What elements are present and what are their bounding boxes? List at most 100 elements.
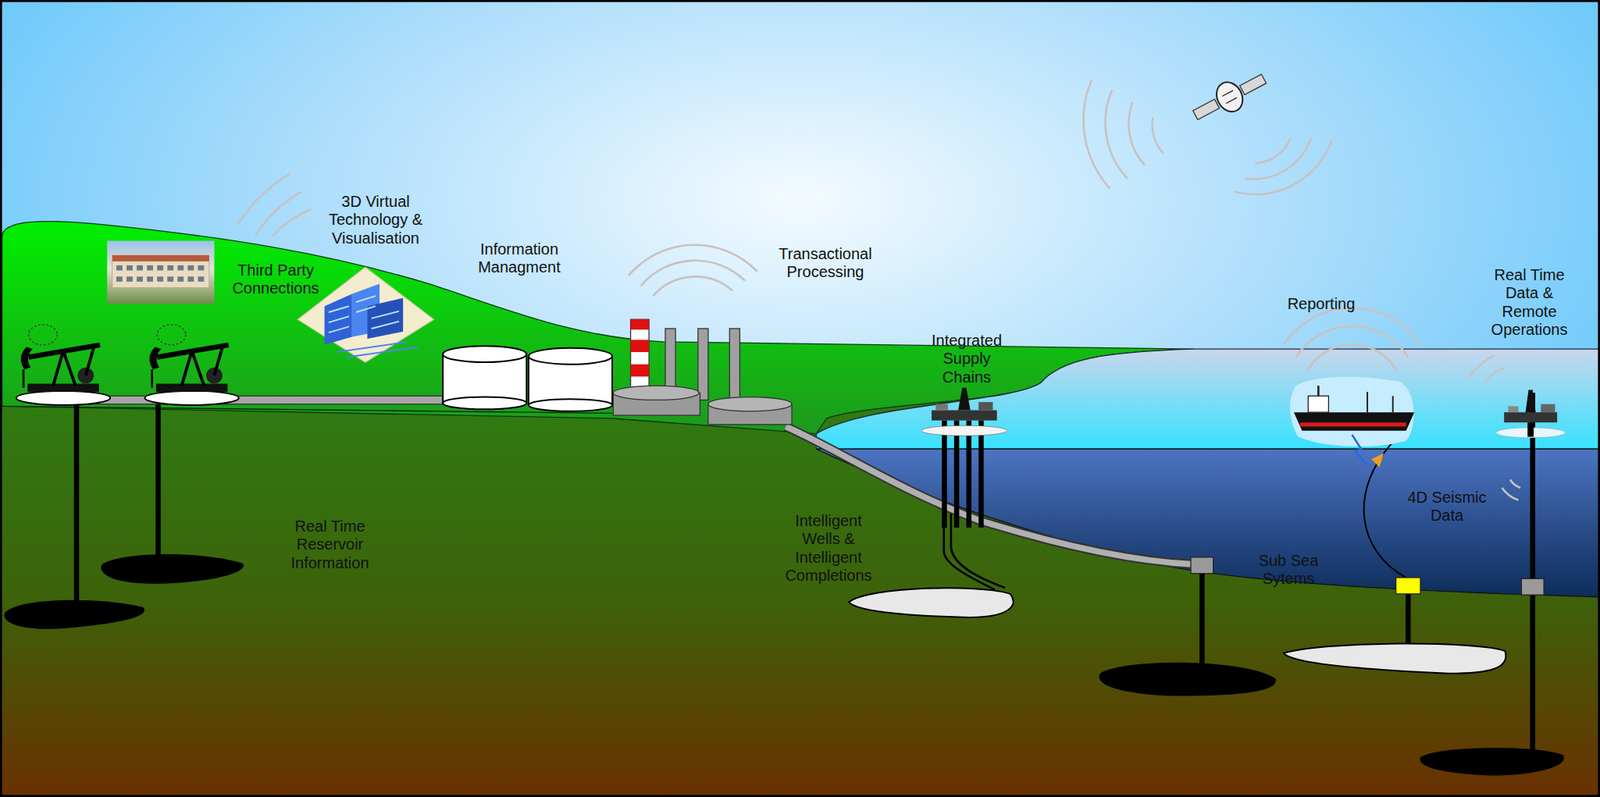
offshore-platform-part [1540,404,1555,413]
wells-part [1199,571,1205,674]
satellite-part [1240,74,1267,95]
satellite-part [1222,90,1233,97]
refinery-part [630,319,650,392]
office-photo-part-part [177,265,184,271]
signal-arcs-part [1283,307,1421,345]
office-photo-part-part [116,265,123,271]
office-photo-part-part [126,265,133,271]
signal-arcs-part [1105,89,1128,179]
office-photo-part-part [156,276,164,282]
wells-part [74,402,80,605]
office-photo-part-part [136,276,143,282]
satellite-part [1211,78,1248,117]
office-photo-part-part [156,265,164,271]
pumpjack-part [85,346,94,376]
offshore-platform-part [978,402,993,410]
signal-arcs-part [1469,355,1496,378]
pumpjack-part [21,346,33,370]
pumpjack-part [28,324,58,346]
refinery-part [630,339,650,353]
callout-label: Real Time Data & Remote Operations [1484,266,1575,340]
callout-label: Third Party Connections [224,261,327,299]
background-part [816,448,1600,598]
wells-part [1283,644,1507,674]
pumpjack-part [149,346,161,370]
tanker-ship-part [1371,452,1384,467]
office-photo-part-part [198,276,205,282]
office-photo [106,241,214,305]
city-icon-part-part [371,321,400,329]
offshore-platform-part [966,420,973,528]
city-icon-part [367,298,403,339]
office-photo-part-part [187,276,194,282]
offshore-platform-part [1525,389,1536,413]
refinery-part [708,397,792,412]
tanker-ship-part [1366,391,1369,413]
signal-arcs-part [1083,79,1111,189]
office-photo-part-part [187,265,194,271]
wells-part [848,587,1013,618]
office-photo-part-part [146,276,154,282]
offshore-platform-part [954,420,960,528]
offshore-platform-part [1527,422,1534,437]
storage-tanks-part [528,399,613,412]
signal-arcs-part [1152,117,1164,154]
office-photo-part-part [167,265,174,271]
wells-part [1099,662,1276,697]
office-photo-part-part [136,265,143,271]
offshore-platform [1496,389,1566,438]
signal-arcs-part [1254,137,1291,164]
city-icon-part-part [371,311,400,319]
refinery [612,319,792,425]
tanker-ship-part [1300,422,1407,427]
pipelines-part [1364,438,1407,578]
pumpjack-part [63,351,76,386]
wells-part [4,600,145,630]
offshore-platform-part [958,388,971,411]
signal-arcs-part [652,276,733,296]
city-icon-part-part [328,316,350,323]
callout-label: Integrated Supply Chains [923,331,1010,387]
storage-tanks-part [442,345,527,363]
pumpjack-part [156,324,186,346]
city-icon-part [336,342,419,358]
tanker-ship-part [1392,395,1394,413]
refinery-part [665,328,676,392]
callout-label: Information Managment [468,240,571,278]
pumpjack-part [145,391,239,406]
office-photo-part [112,255,210,262]
office-photo-part [116,265,204,282]
wells-part [1529,392,1536,756]
signal-arcs-part [641,260,745,286]
signal-arcs-part [1510,479,1521,488]
pipelines [60,395,1544,596]
callout-label: Real Time Reservoir Information [281,517,379,573]
office-photo-part [112,261,210,289]
city-icon-part-part [328,326,350,333]
city-icon-part [324,294,353,346]
tanker-ship-part [1351,434,1368,466]
callout-label: 4D Seismic Data [1400,488,1494,526]
office-photo-part-part [177,276,184,282]
refinery-part [630,364,650,378]
signal-arcs-part [1296,326,1409,358]
callout-label: Intelligent Wells & Intelligent Completi… [777,512,880,586]
pumpjack-part [150,369,154,389]
pumpjack-part [181,351,193,386]
office-photo-part-part [146,265,154,271]
signal-arcs-part [255,192,302,236]
signal-arcs-part [1234,140,1332,195]
city-icon-part-part [356,306,376,313]
signal-arcs-part [237,173,291,225]
background-part [2,406,613,414]
wells [4,392,1565,776]
refinery-part [698,328,709,401]
tanker-ship-part [1307,395,1329,413]
signal-arcs-part [1128,102,1145,166]
offshore-platform-part [1507,406,1519,413]
callout-label: Transactional Processing [766,245,884,282]
